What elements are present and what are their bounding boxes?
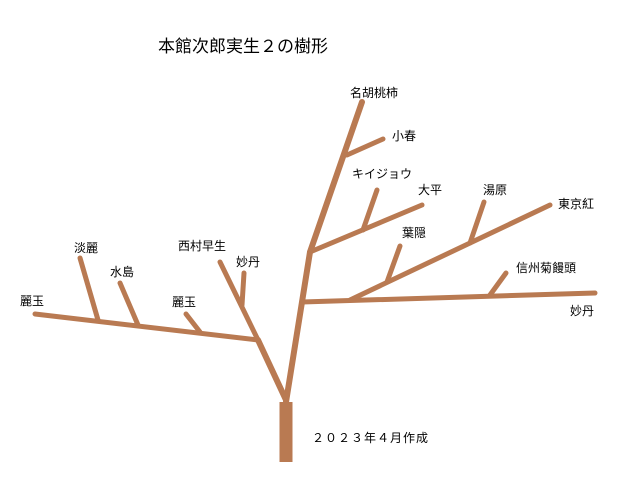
label-yuhara: 湯原 <box>483 183 508 197</box>
branch-myotan-right <box>299 290 598 305</box>
branch-tanrei <box>77 255 101 323</box>
branch-myotan-left <box>239 270 247 308</box>
branch-tokyobeni <box>347 202 553 303</box>
label-nishimura: 西村早生 <box>178 239 227 253</box>
branch-left-trunk <box>255 337 289 403</box>
branch-hagakure <box>384 243 403 285</box>
branch-left-main <box>32 311 261 343</box>
branch-shinshu <box>487 270 509 298</box>
branch-kiijou <box>360 187 380 233</box>
label-reigyoku-mid: 麗玉 <box>172 295 197 309</box>
label-hagakure: 葉隠 <box>402 226 427 240</box>
label-suito: 水島 <box>110 265 135 279</box>
branch-reigyoku-mid <box>183 311 203 335</box>
trunk-lower <box>283 249 313 405</box>
label-koharu: 小春 <box>392 129 417 143</box>
branch-koharu <box>344 136 386 158</box>
label-nagurumi: 名胡桃柿 <box>350 86 399 100</box>
branch-nishimura <box>217 259 261 343</box>
label-tanrei: 淡麗 <box>74 241 99 255</box>
creation-date: ２０２３年４月作成 <box>312 431 430 445</box>
label-shinshu: 信州菊饅頭 <box>516 261 577 275</box>
trunk-upper <box>307 99 365 255</box>
branch-yuhara <box>467 199 487 246</box>
label-taihei: 大平 <box>418 183 443 197</box>
label-kiijou: キイジョウ <box>352 167 413 181</box>
label-myotan-left: 妙丹 <box>236 255 261 269</box>
label-reigyoku-left: 麗玉 <box>20 294 45 308</box>
label-myotan-right: 妙丹 <box>570 304 595 318</box>
diagram-title: 本館次郎実生２の樹形 <box>158 37 328 57</box>
branch-suito <box>117 280 141 328</box>
label-tokyobeni: 東京紅 <box>558 197 595 211</box>
